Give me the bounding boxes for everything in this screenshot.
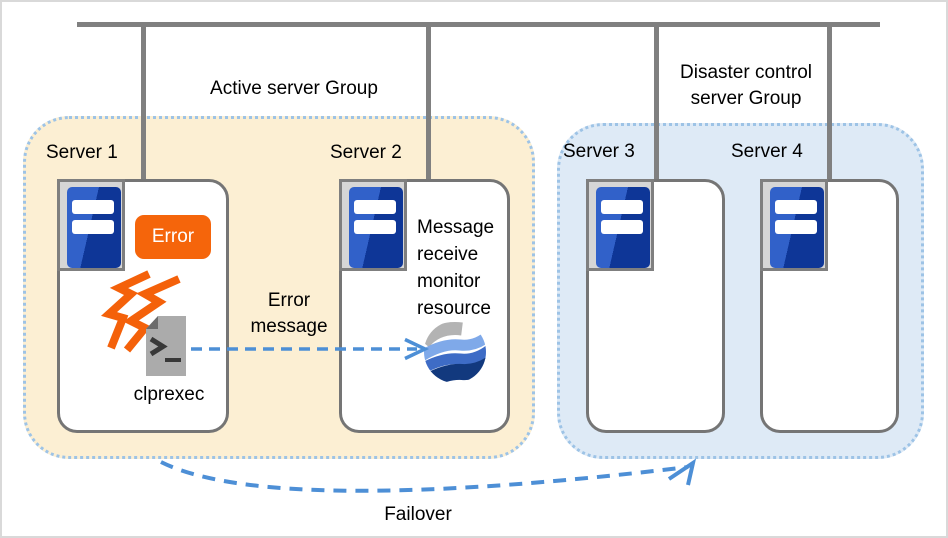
server-tower-icon (596, 187, 650, 268)
network-bus-line (77, 22, 880, 27)
server-slot-bar (354, 220, 396, 234)
server3-label: Server 3 (563, 141, 635, 162)
failover-arrow (160, 458, 697, 493)
server4-icon-frame (760, 179, 828, 271)
server-tower-icon (67, 187, 121, 268)
failover-label: Failover (384, 504, 452, 525)
server-slot-bar (601, 220, 643, 234)
monitor-resource-label: Message receive monitor resource (417, 217, 495, 319)
network-drop-line-server4 (827, 22, 832, 179)
server2-icon-frame (339, 179, 407, 271)
server-slot-bar (354, 200, 396, 214)
network-drop-line-server3 (654, 22, 659, 179)
server-tower-icon (770, 187, 824, 268)
server4-box (760, 179, 899, 433)
server-slot-bar (775, 200, 817, 214)
network-drop-line-server2 (426, 22, 431, 179)
server1-label: Server 1 (46, 142, 118, 163)
server-slot-bar (72, 200, 114, 214)
server3-icon-frame (586, 179, 654, 271)
server2-label: Server 2 (330, 142, 402, 163)
clprexec-label: clprexec (133, 384, 205, 405)
active-group-label: Active server Group (210, 78, 378, 99)
error-burst-icon (100, 270, 181, 353)
server-slot-bar (601, 200, 643, 214)
server1-icon-frame (57, 179, 125, 271)
script-file-icon (146, 316, 186, 376)
disaster-group-label: Disaster control server Group (680, 62, 812, 109)
network-drop-line-server1 (141, 22, 146, 179)
server-tower-icon (349, 187, 403, 268)
error-message-label: Error message (250, 290, 328, 337)
server-slot-bar (775, 220, 817, 234)
monitor-globe-icon (424, 321, 486, 383)
error-badge: Error (135, 215, 211, 259)
server-slot-bar (72, 220, 114, 234)
server4-label: Server 4 (731, 141, 803, 162)
